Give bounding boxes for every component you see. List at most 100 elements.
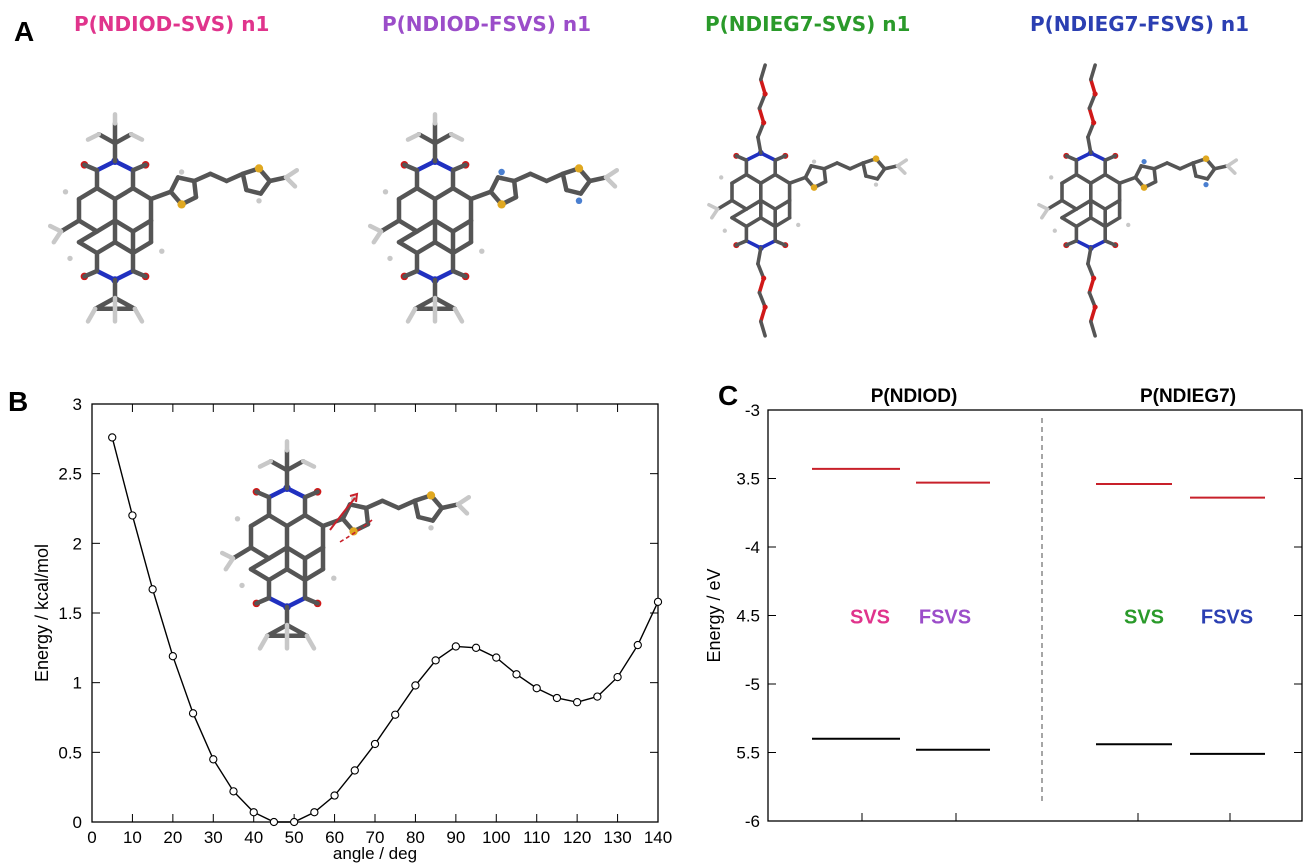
group-title: P(NDIOD) [871, 386, 958, 407]
bond [302, 545, 326, 561]
atom [872, 155, 880, 163]
bond [1074, 198, 1093, 211]
bond [430, 505, 445, 523]
bond [758, 319, 767, 338]
bond [511, 171, 533, 184]
x-tick-label: 0 [87, 828, 96, 847]
bond [578, 178, 593, 196]
bond [82, 162, 100, 173]
bond [1191, 161, 1198, 178]
bond [822, 166, 828, 184]
bond [414, 185, 438, 202]
bond [266, 566, 290, 583]
data-point [411, 681, 420, 690]
data-point [108, 433, 117, 442]
data-point [229, 787, 238, 796]
atom [349, 527, 358, 536]
x-tick-label: 130 [603, 828, 631, 847]
bond [835, 161, 852, 171]
atom [1202, 155, 1210, 163]
bond [1086, 246, 1093, 266]
bond [248, 545, 272, 561]
atom [761, 275, 767, 281]
bond [414, 239, 438, 256]
data-point [633, 640, 642, 650]
bond [1152, 161, 1169, 171]
y-tick-label: 1.5 [58, 604, 82, 623]
bond [130, 162, 148, 173]
bond [1212, 164, 1230, 171]
molecule-title-ndieg7-svs: P(NDIEG7-SVS) n1 [705, 12, 911, 36]
bond [603, 175, 618, 189]
bond [168, 175, 181, 195]
y-tick-label: 2.5 [58, 465, 82, 484]
atom [575, 197, 583, 205]
y-tick-label: 1 [73, 674, 82, 693]
bond [396, 218, 420, 234]
bond [132, 306, 145, 324]
bond [284, 566, 308, 583]
bond [773, 198, 792, 211]
bond [895, 164, 907, 175]
molecule-structure [47, 112, 300, 324]
bond [710, 207, 720, 220]
bond [128, 131, 145, 142]
bond [432, 218, 456, 234]
bond [380, 498, 401, 511]
bond [396, 239, 420, 256]
bond [1064, 154, 1079, 162]
bond [450, 218, 474, 234]
atom [762, 304, 768, 310]
bond [1103, 238, 1118, 247]
x-axis-label: angle / deg [333, 844, 417, 863]
molecule-ndieg7-fsvs [1037, 63, 1239, 338]
bond [254, 595, 272, 606]
bond [773, 154, 788, 162]
bond [396, 229, 420, 245]
bond [1040, 207, 1050, 220]
bond [396, 185, 420, 202]
atom [382, 189, 389, 195]
bond [787, 175, 808, 185]
bond [455, 502, 470, 516]
bond [715, 198, 734, 211]
bond [730, 198, 749, 211]
data-point [593, 692, 602, 701]
bond [94, 185, 118, 202]
atom [428, 525, 434, 531]
bond [756, 135, 763, 155]
atom [1092, 91, 1098, 97]
bond [822, 161, 839, 171]
bond [82, 268, 100, 279]
y-tick-label: 5.5 [736, 744, 760, 763]
data-point [431, 656, 440, 665]
bond [175, 175, 197, 184]
bond [587, 175, 609, 184]
bond [76, 229, 100, 245]
data-point [168, 652, 178, 661]
bond [257, 458, 274, 469]
bond [734, 154, 749, 162]
bond [208, 171, 229, 184]
bond [1088, 172, 1107, 185]
bond [1074, 215, 1093, 229]
data-point [148, 585, 157, 594]
data-point [471, 643, 481, 652]
atom [387, 255, 393, 262]
data-point [492, 653, 501, 662]
bond [803, 164, 813, 180]
bond [730, 172, 749, 185]
data-point [451, 642, 461, 651]
bond [405, 131, 422, 142]
atom [1126, 222, 1131, 228]
data-point [128, 511, 137, 520]
bond [300, 458, 317, 469]
y-tick-label: 0.5 [58, 743, 82, 762]
x-tick-label: 120 [563, 828, 591, 847]
bond [744, 215, 763, 229]
series-line [111, 437, 659, 823]
bond [488, 175, 501, 195]
data-point [391, 710, 400, 719]
bond [450, 268, 468, 279]
